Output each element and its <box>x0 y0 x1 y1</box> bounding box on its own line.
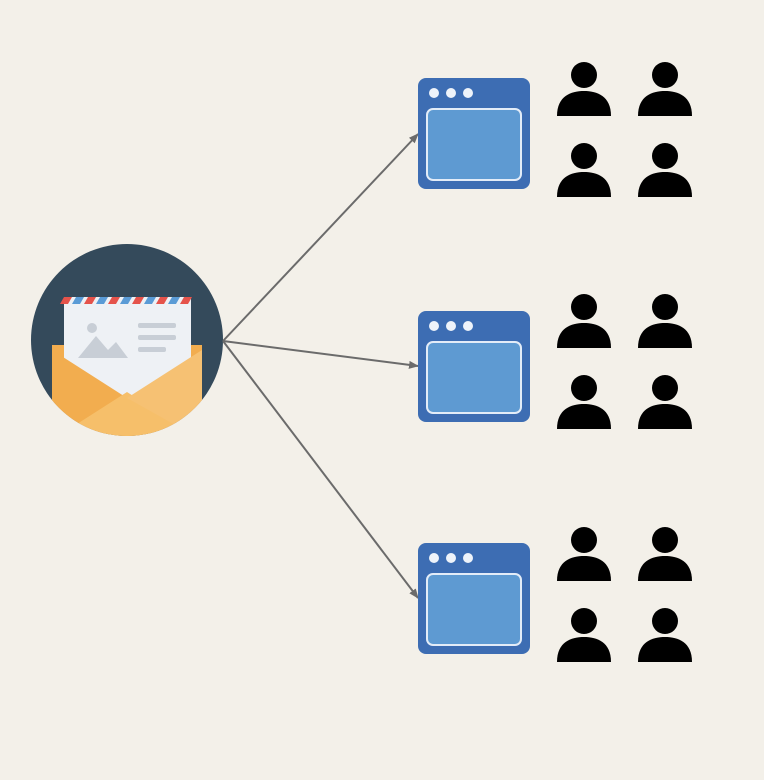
user-group <box>557 62 692 197</box>
target-group-2 <box>418 294 692 429</box>
airmail-stripe <box>60 297 192 304</box>
target-group-1 <box>418 62 692 197</box>
browser-window-icon <box>418 311 530 422</box>
user-icon <box>638 143 692 197</box>
envelope-front-right <box>127 350 202 436</box>
letter-image-placeholder <box>76 318 128 358</box>
arrow-to-target-3 <box>222 340 419 599</box>
envelope-front-left <box>52 350 127 436</box>
user-group <box>557 294 692 429</box>
user-icon <box>557 62 611 116</box>
user-icon <box>638 527 692 581</box>
envelope-front <box>52 392 202 436</box>
arrow-to-target-1 <box>222 133 419 342</box>
envelope-with-letter-icon <box>31 244 223 436</box>
user-icon <box>638 375 692 429</box>
browser-window-icon <box>418 543 530 654</box>
target-group-3 <box>418 527 692 662</box>
arrows <box>222 133 419 599</box>
user-icon <box>638 294 692 348</box>
arrow-to-target-2 <box>222 340 419 369</box>
letter-text-lines <box>138 323 176 352</box>
user-icon <box>557 608 611 662</box>
user-icon <box>557 294 611 348</box>
user-icon <box>638 608 692 662</box>
user-group <box>557 527 692 662</box>
user-icon <box>638 62 692 116</box>
browser-window-icon <box>418 78 530 189</box>
user-icon <box>557 143 611 197</box>
user-icon <box>557 375 611 429</box>
user-icon <box>557 527 611 581</box>
